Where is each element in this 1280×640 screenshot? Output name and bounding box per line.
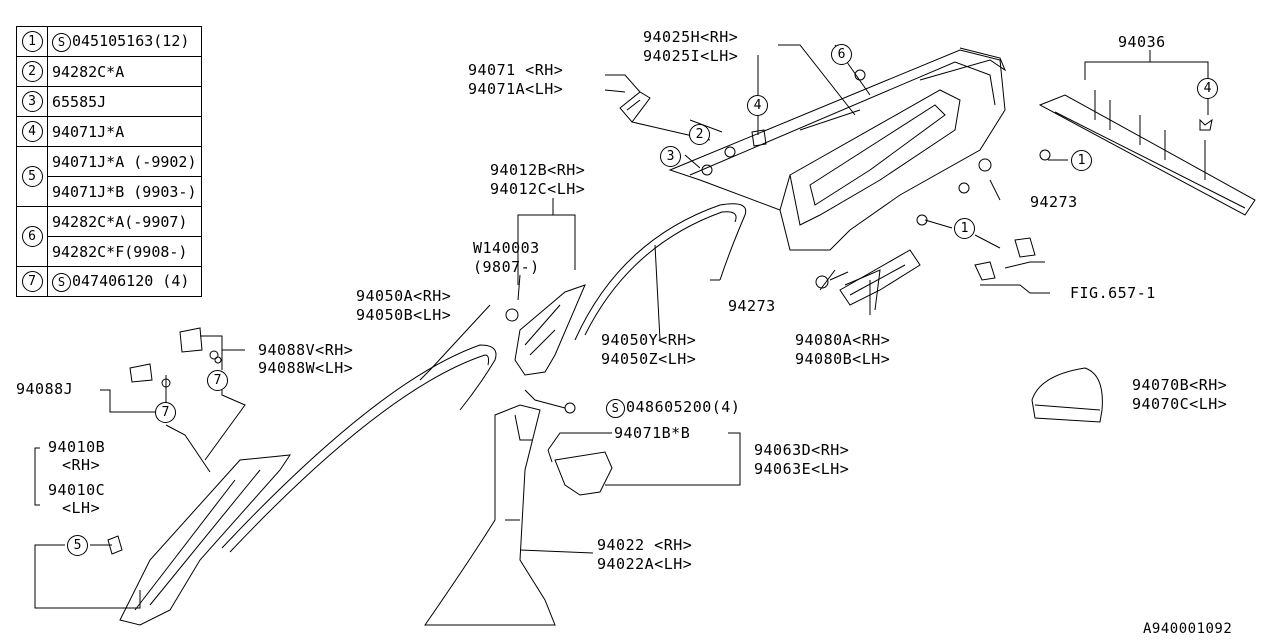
part-label-94088w: 94088W<LH>	[258, 359, 354, 377]
part-label-94010c: 94010C	[48, 481, 106, 499]
legend-row: 2 94282C*A	[16, 56, 202, 87]
s-mark: S	[52, 272, 71, 292]
part-label-94010b: 94010B	[48, 438, 106, 456]
part-label-94071: 94071 <RH>	[468, 61, 564, 79]
screw-clip-icon	[107, 69, 1051, 555]
legend-num: 6	[21, 226, 43, 247]
part-label-94010b-rh: <RH>	[62, 456, 101, 474]
part-label-94010c-lh: <LH>	[62, 499, 101, 517]
figure-reference-label: FIG.657-1	[1070, 284, 1156, 302]
part-label-94012c: 94012C<LH>	[490, 180, 586, 198]
legend-row: 94071J*B (9903-)	[17, 176, 202, 207]
part-label-94088v: 94088V<RH>	[258, 341, 354, 359]
part-label-94070c: 94070C<LH>	[1132, 395, 1228, 413]
part-label-94071b: 94071B*B	[614, 424, 691, 442]
legend-text: 047406120 (4)	[72, 271, 190, 290]
legend-text: 94071J*A (-9902)	[47, 146, 202, 177]
callout-2: 2	[689, 124, 710, 145]
legend-text: 94282C*F(9908-)	[47, 236, 202, 267]
trim-panel-illustration	[668, 47, 1007, 251]
legend-row: 4 94071J*A	[16, 116, 202, 147]
s-mark: S	[606, 399, 625, 418]
callout-5: 5	[67, 535, 88, 556]
shelf-trim-illustration	[1038, 90, 1256, 216]
weatherstrip-illustration	[574, 203, 747, 341]
callout-4: 4	[747, 95, 768, 116]
legend-num: 7	[21, 271, 43, 292]
clip-illustration	[974, 237, 1036, 281]
part-label-94063d: 94063D<RH>	[754, 441, 850, 459]
part-number-text: 048605200(4)	[626, 398, 741, 416]
part-label-94088j: 94088J	[16, 380, 74, 398]
legend-num: 4	[21, 121, 43, 142]
part-label-94025h: 94025H<RH>	[643, 28, 739, 46]
part-label-94036: 94036	[1118, 33, 1166, 51]
legend-num: 5	[21, 166, 43, 187]
legend-text: 94071J*B (9903-)	[47, 176, 202, 207]
callout-7: 7	[207, 370, 228, 391]
part-label-94050a: 94050A<RH>	[356, 287, 452, 305]
legend-num: 1	[21, 31, 43, 52]
part-label-94050y: 94050Y<RH>	[601, 331, 697, 349]
weatherstrip-illustration	[221, 344, 497, 553]
part-label-94025i: 94025I<LH>	[643, 47, 739, 65]
part-label-94022: 94022 <RH>	[597, 536, 693, 554]
cover-illustration	[547, 449, 613, 496]
part-label-94070b: 94070B<RH>	[1132, 376, 1228, 394]
callout-4: 4	[1197, 78, 1218, 99]
part-label-94022a: 94022A<LH>	[597, 555, 693, 573]
part-label-94273-b: 94273	[728, 297, 776, 315]
legend-text: 94282C*A	[47, 56, 202, 87]
part-label-94080b: 94080B<LH>	[795, 350, 891, 368]
pillar-trim-illustration	[514, 284, 586, 376]
pillar-trim-illustration	[424, 404, 556, 626]
part-label-94071a: 94071A<LH>	[468, 80, 564, 98]
cap-illustration	[1031, 367, 1103, 423]
drawing-id: A940001092	[1143, 621, 1233, 637]
part-label-94050z: 94050Z<LH>	[601, 350, 697, 368]
part-label-94273-a: 94273	[1030, 193, 1078, 211]
callout-1: 1	[954, 218, 975, 239]
legend-num: 2	[21, 61, 43, 82]
s-mark: S	[52, 32, 71, 52]
legend-row: 5 94071J*A (-9902)	[16, 146, 202, 207]
part-label-94012b: 94012B<RH>	[490, 161, 586, 179]
legend-row: 94282C*F(9908-)	[17, 236, 202, 267]
callout-1: 1	[1071, 150, 1092, 171]
callout-7: 7	[155, 402, 176, 423]
legend-num: 3	[21, 91, 43, 112]
part-label-94063e: 94063E<LH>	[754, 460, 850, 478]
bracket-illustration	[839, 249, 921, 311]
legend-text: 045105163(12)	[72, 31, 190, 50]
legend-text: 94071J*A	[47, 116, 202, 147]
part-label-w140003-date: (9807-)	[473, 258, 540, 276]
part-label-94050b: 94050B<LH>	[356, 306, 452, 324]
clip-illustration	[619, 91, 651, 123]
pillar-trim-illustration	[119, 454, 292, 626]
callout-3: 3	[660, 146, 681, 167]
callout-6: 6	[831, 44, 852, 65]
part-label-w140003: W140003	[473, 239, 540, 257]
part-label-94080a: 94080A<RH>	[795, 331, 891, 349]
leader-lines	[34, 44, 1209, 609]
